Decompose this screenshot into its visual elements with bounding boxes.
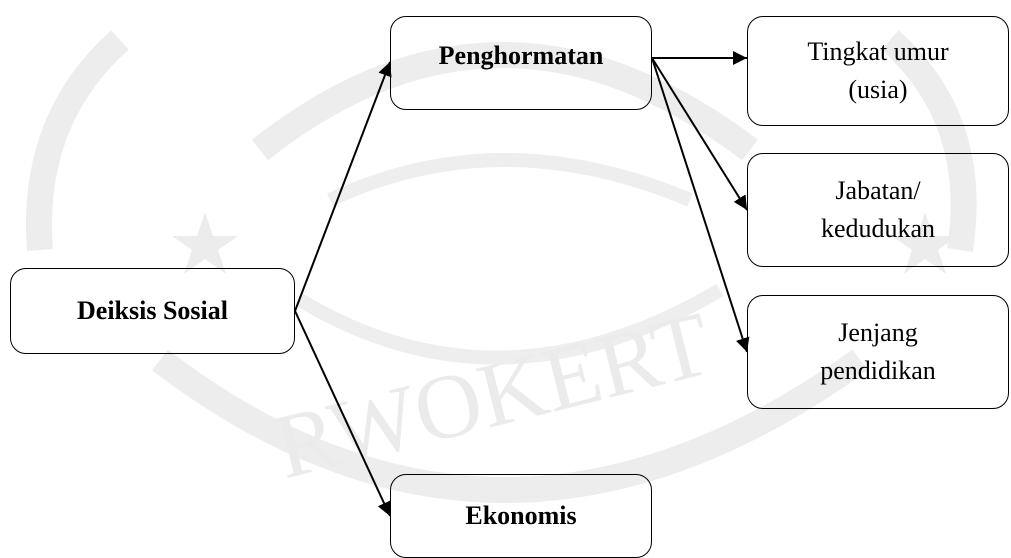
- node-ekonomis-label: Ekonomis: [465, 501, 577, 531]
- arrow-penghormatan-to-jenjang: [651, 57, 750, 353]
- node-tingkat-umur: Tingkat umur (usia): [747, 16, 1009, 126]
- node-tingkat-umur-line1: Tingkat umur: [807, 37, 949, 67]
- arrow-deiksis-to-ekonomis: [294, 310, 391, 517]
- node-deiksis-sosial: Deiksis Sosial: [10, 268, 295, 354]
- node-jabatan-line1: Jabatan/: [835, 176, 921, 206]
- arrow-penghormatan-to-jabatan: [651, 57, 748, 211]
- node-tingkat-umur-label: Tingkat umur (usia): [807, 33, 948, 108]
- node-jabatan-kedudukan: Jabatan/ kedudukan: [747, 153, 1009, 267]
- node-jenjang-pendidikan-label: Jenjang pendidikan: [820, 314, 936, 389]
- node-tingkat-umur-line2: (usia): [848, 75, 908, 104]
- node-ekonomis: Ekonomis: [390, 474, 652, 558]
- node-deiksis-sosial-label: Deiksis Sosial: [77, 296, 228, 326]
- arrow-deiksis-to-penghormatan: [294, 61, 392, 312]
- node-penghormatan: Penghormatan: [390, 16, 652, 110]
- node-jabatan-line2: kedudukan: [820, 214, 936, 243]
- node-jenjang-line1: Jenjang: [838, 318, 918, 348]
- node-jenjang-pendidikan: Jenjang pendidikan: [747, 295, 1009, 409]
- node-jenjang-line2: pendidikan: [820, 356, 936, 385]
- node-jabatan-kedudukan-label: Jabatan/ kedudukan: [821, 172, 935, 247]
- node-penghormatan-label: Penghormatan: [438, 41, 604, 70]
